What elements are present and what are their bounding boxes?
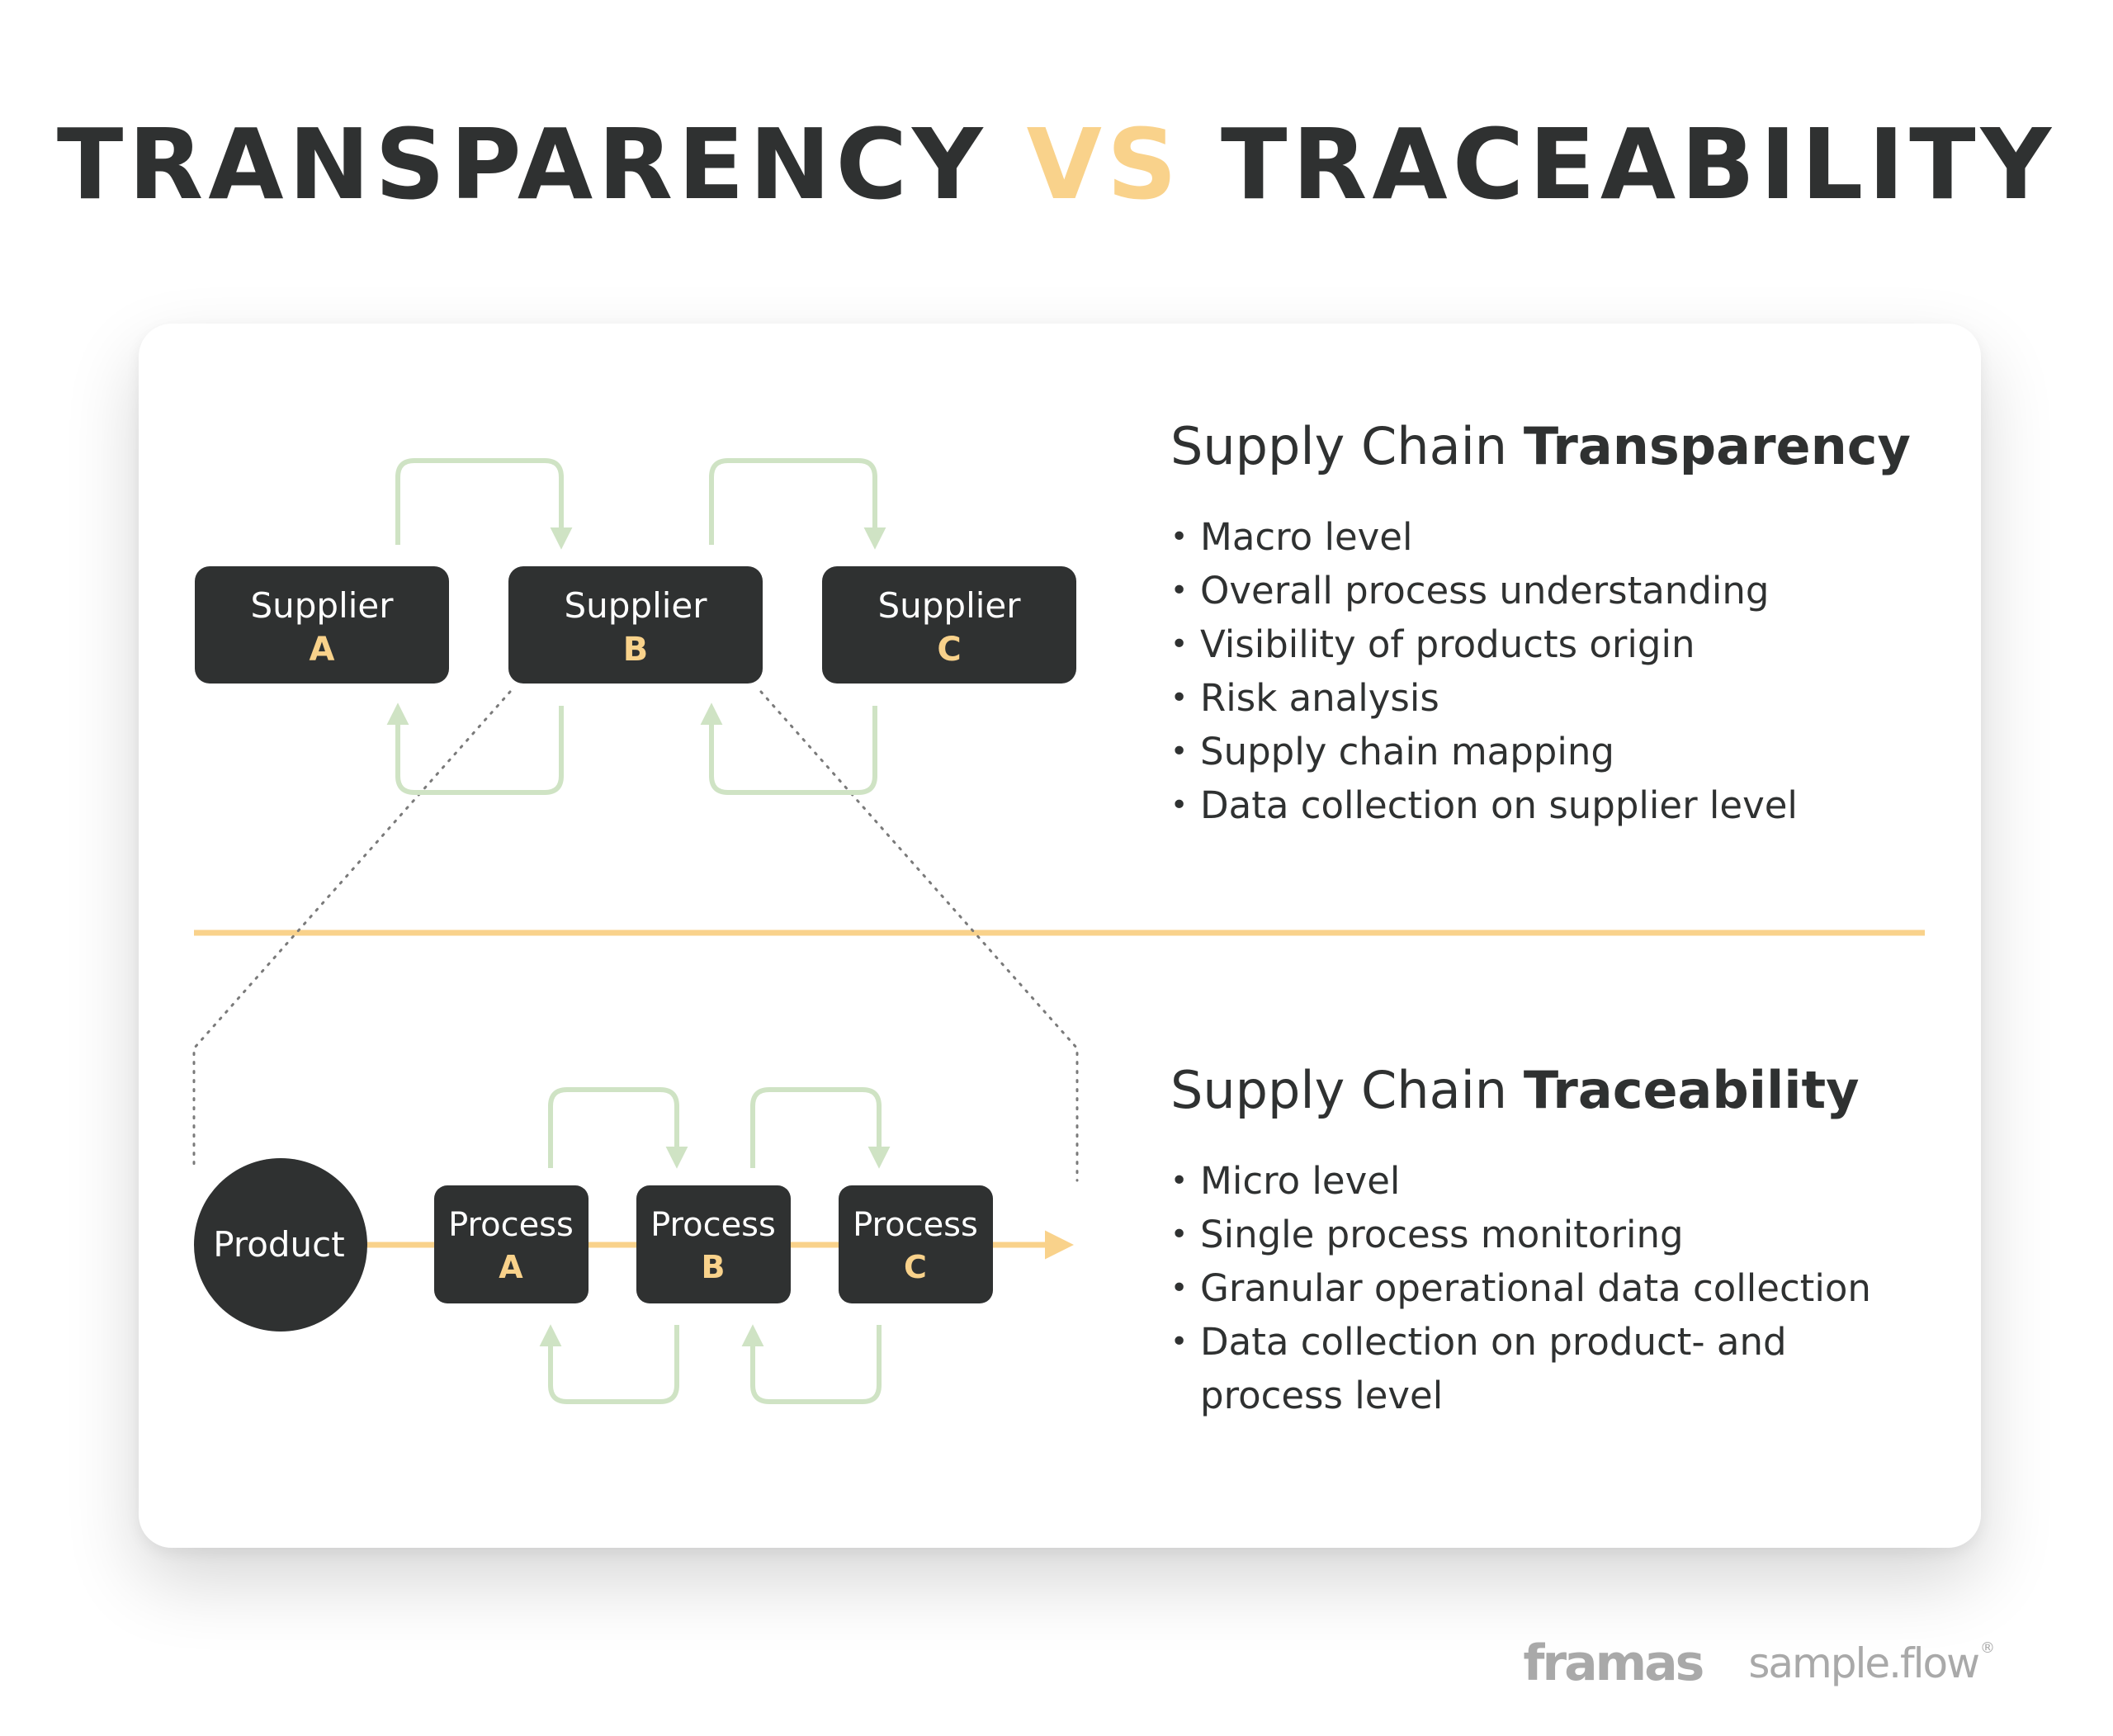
supplier-c-letter: C	[937, 631, 961, 669]
process-c-label: Process	[853, 1206, 978, 1244]
process-a-node: Process A	[434, 1185, 589, 1303]
transparency-heading: Supply Chain Transparency	[1170, 421, 1911, 472]
process-b-letter: B	[702, 1249, 726, 1285]
process-b-node: Process B	[636, 1185, 791, 1303]
traceability-heading-bold: Traceability	[1523, 1060, 1860, 1120]
list-item: Data collection on product- and process …	[1170, 1315, 1913, 1422]
supplier-b-label: Supplier	[564, 585, 707, 626]
title-transparency: TRANSPARENCY	[56, 107, 988, 221]
registered-mark: ®	[1980, 1639, 1995, 1657]
transparency-section: Supply Chain Transparency Macro level Ov…	[1170, 421, 1911, 833]
list-item: Micro level	[1170, 1154, 1913, 1208]
list-item: Visibility of products origin	[1170, 617, 1911, 671]
title-vs: VS	[1026, 107, 1182, 221]
traceability-heading-light: Supply Chain	[1170, 1060, 1508, 1120]
supplier-b-letter: B	[623, 631, 649, 669]
supplier-a-letter: A	[310, 631, 335, 669]
framas-logo: framas	[1523, 1634, 1704, 1692]
supplier-c-node: Supplier C	[822, 566, 1076, 684]
process-c-node: Process C	[839, 1185, 993, 1303]
product-label: Product	[213, 1224, 344, 1265]
footer-logos: framas sample.flow®	[1523, 1630, 1995, 1696]
supplier-b-node: Supplier B	[508, 566, 763, 684]
traceability-flow-arrows	[539, 1087, 891, 1404]
transparency-heading-bold: Transparency	[1523, 416, 1911, 476]
sampleflow-logo-text: sample.flow	[1748, 1639, 1980, 1687]
list-item: Macro level	[1170, 510, 1911, 564]
list-item: Single process monitoring	[1170, 1208, 1913, 1261]
list-item: Overall process understanding	[1170, 564, 1911, 617]
supplier-a-node: Supplier A	[195, 566, 449, 684]
traceability-section: Supply Chain Traceability Micro level Si…	[1170, 1065, 1913, 1422]
zoom-connector-lines	[192, 690, 1079, 1182]
traceability-heading: Supply Chain Traceability	[1170, 1065, 1913, 1116]
transparency-flow-arrows	[386, 458, 886, 795]
list-item: Risk analysis	[1170, 671, 1911, 725]
list-item: Supply chain mapping	[1170, 725, 1911, 778]
transparency-bullet-list: Macro level Overall process understandin…	[1170, 510, 1911, 832]
process-b-label: Process	[650, 1206, 776, 1244]
list-item: Granular operational data collection	[1170, 1261, 1913, 1315]
page-title: TRANSPARENCY VS TRACEABILITY	[0, 116, 2113, 213]
transparency-heading-light: Supply Chain	[1170, 416, 1508, 476]
title-traceability: TRACEABILITY	[1221, 107, 2057, 221]
supplier-a-label: Supplier	[250, 585, 394, 626]
sampleflow-logo: sample.flow®	[1748, 1639, 1995, 1687]
process-a-letter: A	[499, 1249, 523, 1285]
supplier-c-label: Supplier	[877, 585, 1021, 626]
process-a-label: Process	[448, 1206, 574, 1244]
process-c-letter: C	[904, 1249, 927, 1285]
traceability-bullet-list: Micro level Single process monitoring Gr…	[1170, 1154, 1913, 1422]
product-node: Product	[194, 1158, 367, 1332]
list-item: Data collection on supplier level	[1170, 778, 1911, 832]
